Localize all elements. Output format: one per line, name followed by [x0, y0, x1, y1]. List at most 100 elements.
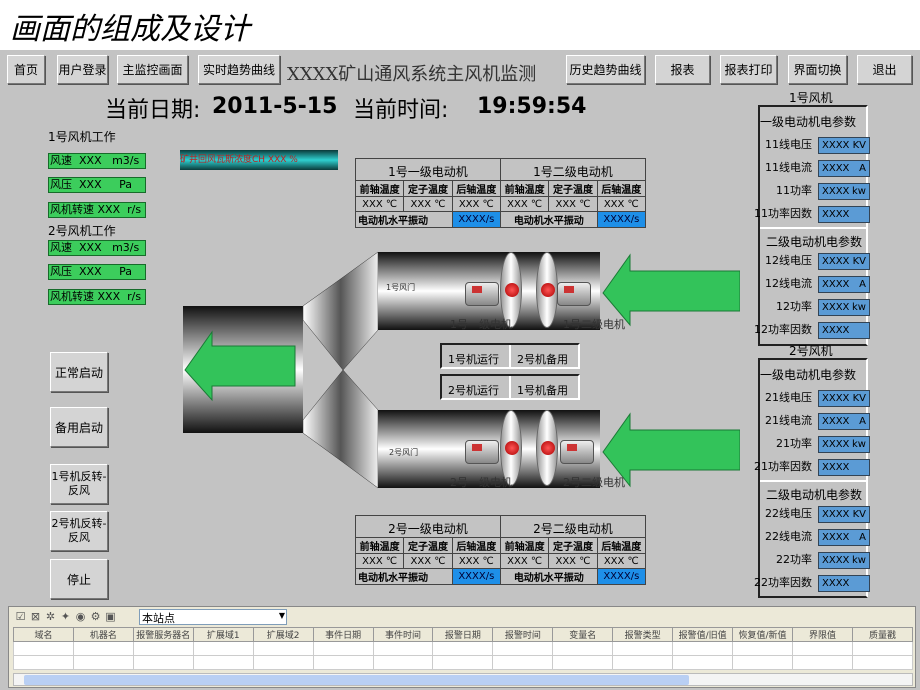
alarm-column-header[interactable]: 界限值 [791, 627, 853, 642]
checkbox-icon[interactable]: ☑ [15, 610, 26, 623]
alarm-column-header[interactable]: 事件日期 [312, 627, 374, 642]
col-stator: 定子温度 [403, 537, 453, 554]
param-number: XXXX [822, 186, 850, 197]
switch-view-button[interactable]: 界面切换 [788, 55, 847, 84]
alarm-cell [312, 655, 374, 670]
stop-button[interactable]: 停止 [50, 559, 108, 599]
param-value: XXXX [818, 459, 870, 476]
temp-value: XXX ℃ [354, 553, 405, 569]
report-button[interactable]: 报表 [655, 55, 710, 84]
param-label: 12功率因数 [754, 323, 812, 336]
param-label: 11功率因数 [754, 207, 812, 220]
param-label: 21线电压 [765, 391, 812, 404]
alarm-column-header[interactable]: 质量戳 [851, 627, 914, 642]
fan2-reverse-button[interactable]: 2号机反转-反风 [50, 511, 108, 551]
print-icon[interactable]: ◉ [75, 610, 86, 623]
param-number: XXXX [822, 279, 850, 290]
home-button[interactable]: 首页 [7, 55, 45, 84]
param-number: XXXX [822, 256, 850, 267]
chevron-down-icon[interactable]: ▼ [278, 611, 285, 620]
alarm-column-header[interactable]: 报警值/旧值 [672, 627, 734, 642]
export-icon[interactable]: ▣ [105, 610, 116, 623]
col-stator: 定子温度 [403, 180, 453, 197]
history-trend-button[interactable]: 历史趋势曲线 [566, 55, 645, 84]
fan1-reverse-button[interactable]: 1号机反转-反风 [50, 464, 108, 504]
temp-value: XXX ℃ [499, 553, 550, 569]
upper-branch [302, 251, 379, 371]
motor-title: 1号一级电动机 [355, 158, 501, 181]
param-number: XXXX [822, 439, 850, 450]
param-unit: KV [852, 393, 866, 404]
fan-hub-icon [541, 441, 555, 455]
col-front: 前轴温度 [354, 537, 405, 554]
vibration-label: 电动机水平振动 [499, 568, 598, 585]
alarm-column-header[interactable]: 域名 [13, 627, 74, 642]
vibration-label: 电动机水平振动 [355, 568, 453, 585]
temp-value: XXX ℃ [451, 553, 501, 569]
date-value: 2011-5-15 [212, 94, 338, 119]
station-select[interactable]: 本站点▼ [139, 609, 287, 625]
vibration-value: XXXX/s [451, 568, 501, 585]
normal-start-button[interactable]: 正常启动 [50, 352, 108, 392]
fan1-speed: 风速 XXX m3/s [48, 153, 146, 169]
alarm-column-header[interactable]: 报警类型 [612, 627, 674, 642]
group1-title: 一级电动机电参数 [760, 115, 857, 129]
group1-title: 一级电动机电参数 [760, 368, 857, 382]
param-unit: kw [852, 186, 866, 197]
param-unit: KV [852, 256, 866, 267]
col-stator: 定子温度 [548, 180, 598, 197]
alarm-column-header[interactable]: 恢复值/新值 [732, 627, 793, 642]
param-label: 12线电流 [765, 277, 812, 290]
scrollbar-thumb[interactable] [24, 675, 689, 685]
alarm-column-header[interactable]: 扩展域1 [192, 627, 254, 642]
report-print-button[interactable]: 报表打印 [720, 55, 777, 84]
standby-start-button[interactable]: 备用启动 [50, 407, 108, 447]
acknowledge-icon[interactable]: ✲ [45, 610, 56, 623]
alarm-cell [72, 641, 134, 656]
param-unit: kw [852, 555, 866, 566]
alarm-cell [791, 641, 853, 656]
alarm-cell [432, 655, 494, 670]
alarm-column-header[interactable]: 报警服务器名 [132, 627, 194, 642]
vibration-label: 电动机水平振动 [499, 211, 598, 228]
fan-hub-icon [541, 283, 555, 297]
alarm-toolbar: ☑ ⊠ ✲ ✦ ◉ ⚙ ▣ [13, 610, 123, 624]
fan2-work-title: 2号风机工作 [48, 224, 116, 238]
settings-icon[interactable]: ⚙ [90, 610, 101, 623]
alarm-column-header[interactable]: 事件时间 [372, 627, 434, 642]
param-unit: KV [852, 509, 866, 520]
alarm-row[interactable] [13, 655, 914, 670]
param-number: XXXX [822, 532, 850, 543]
main-monitor-button[interactable]: 主监控画面 [117, 55, 188, 84]
param-value: XXXX A [818, 276, 870, 293]
vibration-value: XXXX/s [596, 211, 647, 228]
param-label: 11功率 [776, 184, 812, 197]
col-rear: 后轴温度 [596, 180, 647, 197]
alarm-row[interactable] [13, 641, 914, 656]
uncheck-icon[interactable]: ⊠ [30, 610, 41, 623]
gas-concentration-bar: 矿井回风瓦斯浓度CH XXX % [180, 150, 338, 170]
inflow-arrow-1 [602, 253, 740, 327]
col-rear: 后轴温度 [451, 180, 501, 197]
alarm-column-header[interactable]: 报警日期 [432, 627, 494, 642]
alarm-column-header[interactable]: 机器名 [72, 627, 134, 642]
param-unit: A [859, 279, 866, 290]
horizontal-scrollbar[interactable] [13, 673, 913, 686]
param-number: XXXX [822, 325, 850, 336]
motor21-label: 2号一级电机 [450, 476, 512, 489]
filter-icon[interactable]: ✦ [60, 610, 71, 623]
alarm-column-header[interactable]: 变量名 [552, 627, 614, 642]
alarm-column-header[interactable]: 扩展域2 [252, 627, 314, 642]
realtime-trend-button[interactable]: 实时趋势曲线 [198, 55, 280, 84]
temp-value: XXX ℃ [596, 196, 647, 212]
motor-title: 2号一级电动机 [355, 515, 501, 538]
fan-hub-icon [505, 283, 519, 297]
alarm-column-header[interactable]: 报警时间 [492, 627, 554, 642]
login-button[interactable]: 用户登录 [57, 55, 108, 84]
alarm-cell [851, 655, 914, 670]
exit-button[interactable]: 退出 [857, 55, 912, 84]
param-unit: KV [852, 140, 866, 151]
